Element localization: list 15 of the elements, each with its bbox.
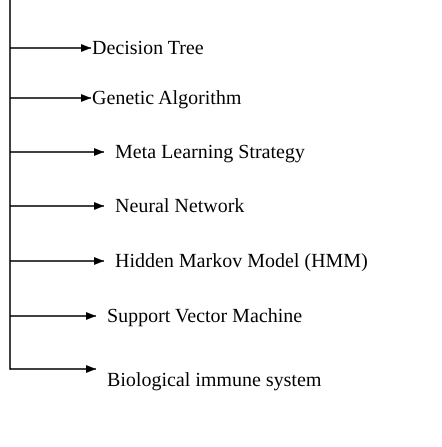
item-label: Support Vector Machine — [107, 304, 302, 328]
arrow — [10, 94, 91, 102]
arrow — [10, 148, 104, 156]
item-label: Genetic Algorithm — [92, 86, 242, 110]
item-label: Hidden Markov Model (HMM) — [115, 249, 368, 273]
arrow — [10, 312, 96, 320]
item-label: Decision Tree — [92, 36, 204, 60]
arrow — [10, 365, 96, 373]
item-label: Meta Learning Strategy — [115, 140, 305, 164]
arrow — [10, 44, 91, 52]
arrow — [10, 257, 104, 265]
item-label: Neural Network — [115, 194, 244, 218]
item-label: Biological immune system — [107, 368, 322, 392]
arrow — [10, 202, 104, 210]
trunk-line — [9, 0, 11, 370]
